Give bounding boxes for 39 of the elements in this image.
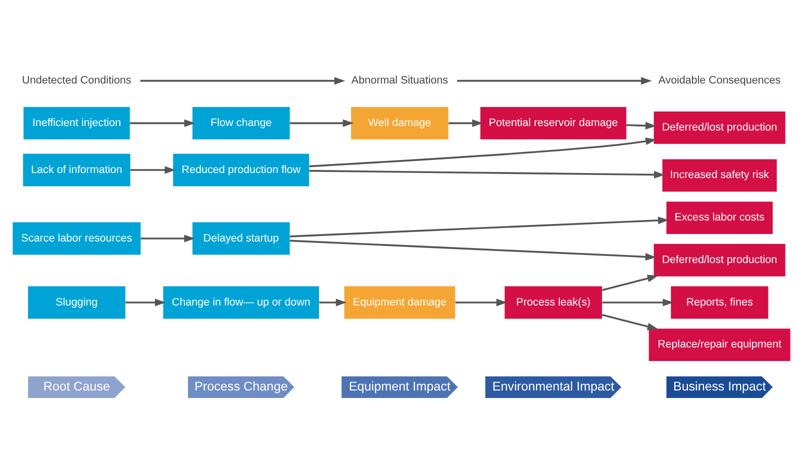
arrow [309, 137, 656, 168]
node-box: Reports, fines [670, 286, 768, 319]
node-box: Scarce labor resources [12, 222, 141, 255]
node-box: Deferred/lost production [654, 111, 786, 144]
node-box: Lack of information [23, 154, 130, 186]
arrow [126, 298, 166, 306]
node-box: Change in flow— up or down [163, 286, 320, 319]
arrow [130, 119, 196, 127]
arrow [290, 119, 354, 127]
arrow [626, 122, 656, 130]
arrow [602, 274, 658, 291]
node-box: Inefficient injection [24, 106, 130, 140]
arrow [290, 240, 656, 261]
node-box: Well damage [351, 106, 448, 140]
node-box: Potential reservoir damage [480, 106, 626, 140]
arrow [140, 77, 346, 85]
node-text: Undetected Conditions [22, 74, 132, 87]
node-box: Reduced production flow [173, 154, 310, 186]
node-box: Process leak(s) [504, 286, 602, 319]
arrow [602, 298, 674, 306]
node-text: Avoidable Consequences [658, 74, 781, 87]
node-box: Delayed startup [192, 222, 290, 255]
arrow [457, 77, 652, 85]
node-box: Equipment damage [344, 286, 456, 319]
node-box: Flow change [192, 106, 290, 140]
arrow [455, 298, 508, 306]
arrow [309, 170, 665, 178]
node-box: Excess labor costs [666, 202, 773, 234]
arrow [130, 166, 176, 174]
arrow [290, 216, 669, 238]
arrow [448, 119, 483, 127]
arrow [319, 298, 347, 306]
node-box: Slugging [28, 286, 126, 319]
arrow [602, 314, 658, 330]
node-text: Abnormal Situations [351, 74, 448, 87]
node-box: Replace/repair equipment [648, 328, 790, 362]
node-box: Deferred/lost production [654, 244, 786, 276]
arrow [140, 234, 195, 242]
node-box: Increased safety risk [662, 159, 777, 192]
